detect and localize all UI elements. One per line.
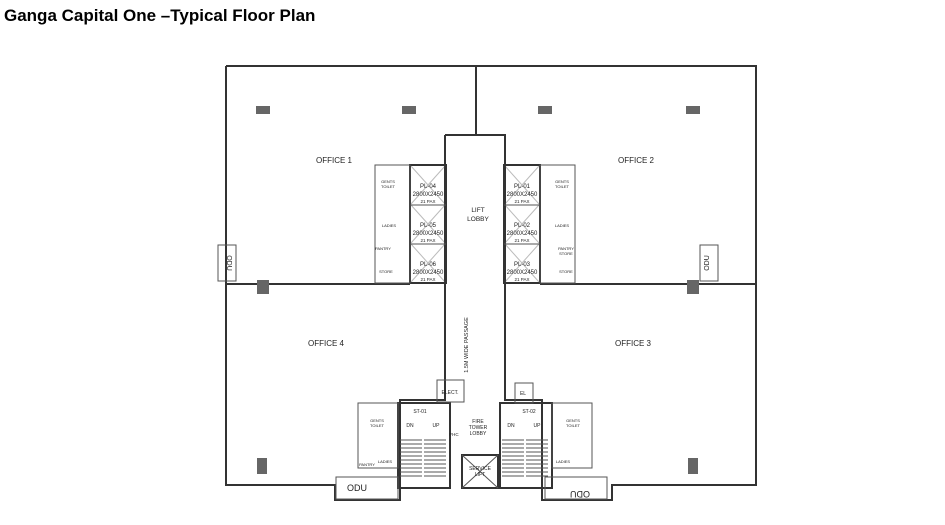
lift-id: PL-01 <box>514 184 531 190</box>
gents-toilet-label: GENTS <box>370 418 384 423</box>
lift-shaft <box>504 165 540 205</box>
lift-id: PL-03 <box>514 262 531 268</box>
gents-toilet-label: TOILET <box>566 423 580 428</box>
room-labels: OFFICE 1 OFFICE 2 OFFICE 4 OFFICE 3 LIFT LOBB… <box>225 156 711 499</box>
el-label: EL <box>520 391 526 397</box>
passage-label: 1.5M WIDE PASSAGE <box>464 317 470 373</box>
lift-shaft <box>504 204 540 244</box>
stair-label: ST-01 <box>413 409 427 415</box>
gents-toilet-label: GENTS <box>566 418 580 423</box>
lift-capacity: 21 PAX <box>515 199 530 204</box>
down-label: DN <box>507 423 515 429</box>
service-lift-label: LIFT <box>475 472 485 478</box>
office-1-label: OFFICE 1 <box>316 156 353 165</box>
lift-capacity: 21 PAX <box>421 199 436 204</box>
page-title: Ganga Capital One –Typical Floor Plan <box>4 6 316 25</box>
office-2-label: OFFICE 2 <box>618 156 655 165</box>
elect-label: ELECT. <box>442 390 459 396</box>
lift-shaft <box>410 204 446 244</box>
lift-capacity: 21 PAX <box>421 277 436 282</box>
lift-size: 2800X2450 <box>413 192 444 198</box>
lift-shaft <box>410 243 446 283</box>
store-label: STORE <box>379 269 393 274</box>
lift-shaft <box>410 165 446 205</box>
walls <box>217 65 757 501</box>
gents-toilet-label: TOILET <box>370 423 384 428</box>
ladies-label: LADIES <box>555 223 570 228</box>
gents-toilet-label: GENTS <box>555 179 569 184</box>
odu-label: ODU <box>225 255 232 271</box>
gents-toilet-label: TOILET <box>381 184 395 189</box>
fire-tower-lobby-label: LOBBY <box>470 431 487 437</box>
office-3-label: OFFICE 3 <box>615 339 652 348</box>
pantry-label: PANTRY <box>359 462 375 467</box>
lift-size: 2800X2450 <box>413 270 444 276</box>
fire-tower-lobby-label: FIRE <box>472 419 484 425</box>
odu-label: ODU <box>347 483 367 493</box>
fire-tower-lobby-label: TOWER <box>469 425 488 431</box>
lift-capacity: 21 PAX <box>421 238 436 243</box>
service-lift-label: SERVICE <box>469 466 492 472</box>
gents-toilet-label: TOILET <box>555 184 569 189</box>
down-label: DN <box>406 423 414 429</box>
lift-capacity: 21 PAX <box>515 238 530 243</box>
lift-size: 2800X2450 <box>507 192 538 198</box>
fhc-label: FHC <box>449 432 459 437</box>
up-label: UP <box>433 423 441 429</box>
lift-size: 2800X2450 <box>507 231 538 237</box>
pantry-store-label: STORE <box>559 251 573 256</box>
lift-size: 2800X2450 <box>507 270 538 276</box>
pantry-store-label: PANTRY <box>558 246 574 251</box>
odu-label: ODU <box>704 255 711 271</box>
lift-id: PL-02 <box>514 223 531 229</box>
lift-lobby-label: LOBBY <box>467 216 489 223</box>
ladies-label: LADIES <box>556 459 571 464</box>
lift-id: PL-06 <box>420 262 437 268</box>
odu-label: ODU <box>570 489 590 499</box>
stair-label: ST-02 <box>522 409 536 415</box>
lift-id: PL-05 <box>420 223 437 229</box>
ladies-label: LADIES <box>382 223 397 228</box>
pantry-label: PANTRY <box>375 246 391 251</box>
gents-toilet-label: GENTS <box>381 179 395 184</box>
lift-size: 2800X2450 <box>413 231 444 237</box>
lift-id: PL-04 <box>420 184 437 190</box>
lift-capacity: 21 PAX <box>515 277 530 282</box>
ladies-label: LADIES <box>378 459 393 464</box>
lift-lobby-label: LIFT <box>471 207 484 214</box>
office-4-label: OFFICE 4 <box>308 339 345 348</box>
store-label: STORE <box>559 269 573 274</box>
up-label: UP <box>534 423 542 429</box>
lift-shaft <box>504 243 540 283</box>
